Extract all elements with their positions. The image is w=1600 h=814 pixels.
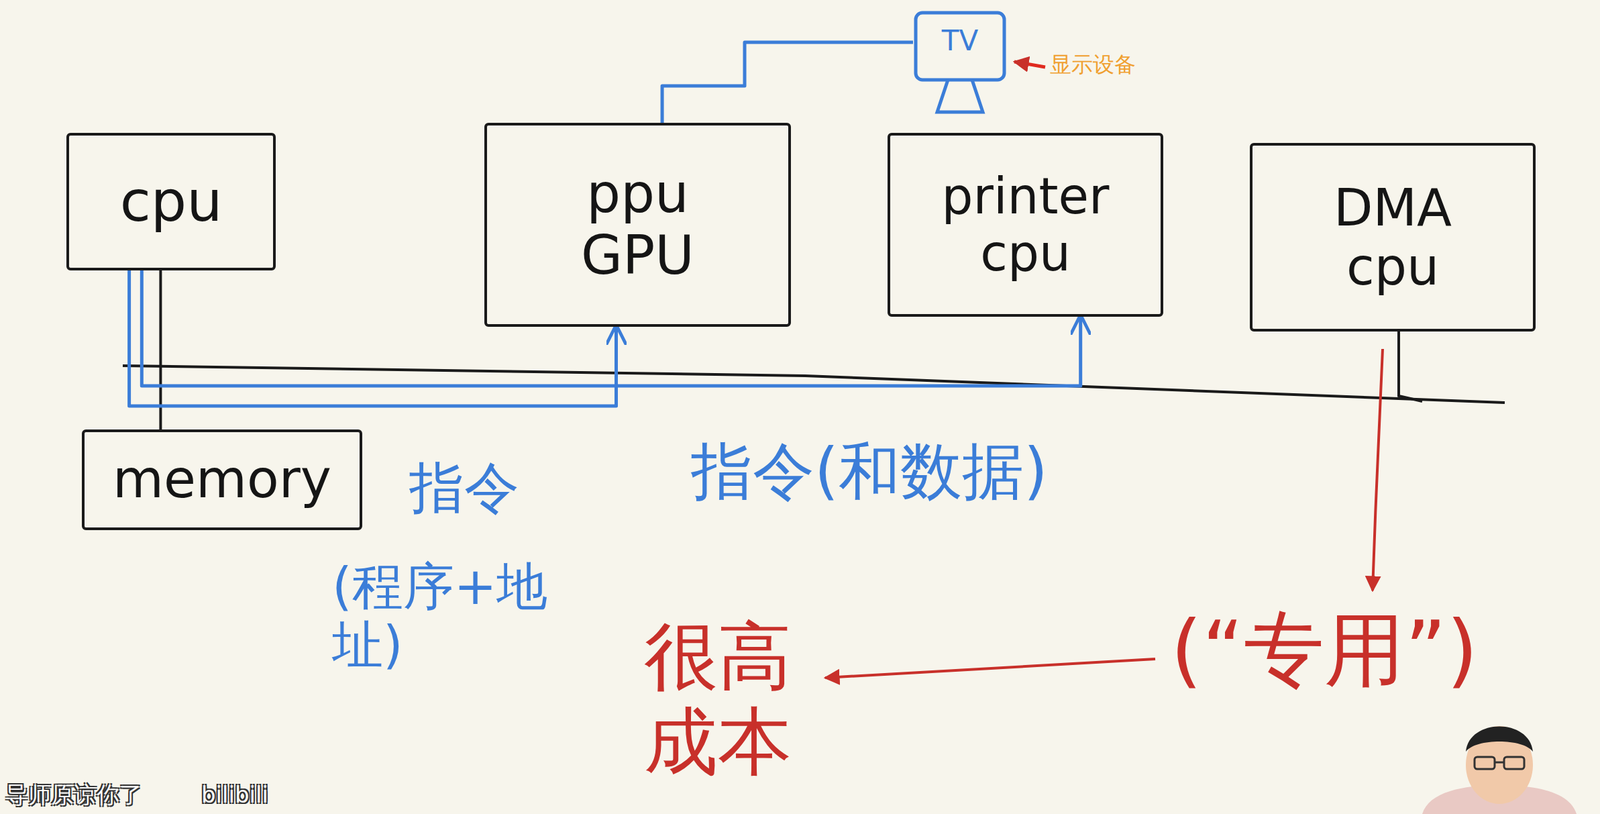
annotation-arrow <box>1372 348 1383 591</box>
annotation: (程序+地址) <box>332 556 554 675</box>
callout-arrow <box>1014 61 1046 68</box>
gpu-box: ppu GPU <box>484 122 791 327</box>
node-label: memory <box>112 449 332 510</box>
display-device: TV <box>913 10 1007 118</box>
dma-box: DMA cpu <box>1249 142 1536 332</box>
node-label: printer cpu <box>915 167 1137 282</box>
memory-box: memory <box>81 429 363 530</box>
presenter-figure <box>1422 725 1577 814</box>
annotation: 指令(和数据) <box>690 436 1048 508</box>
annotation: 很高成本 <box>644 613 806 784</box>
watermark: 导师原谅你了 <box>5 781 143 808</box>
bus-tap <box>1398 331 1423 402</box>
connector <box>141 270 1081 386</box>
printer-box: printer cpu <box>887 132 1164 317</box>
node-label: TV <box>941 24 979 58</box>
cpu-box: cpu <box>66 132 276 271</box>
annotation: (“专用”) <box>1170 603 1478 697</box>
annotation-arrow <box>825 658 1156 678</box>
node-label: cpu <box>120 169 223 235</box>
node-label: DMA cpu <box>1292 178 1494 296</box>
watermark: bilibili <box>201 781 269 808</box>
device-note: 显示设备 <box>1049 52 1136 78</box>
connector <box>662 42 914 123</box>
annotation: 指令 <box>409 456 520 520</box>
node-label: ppu GPU <box>550 163 726 287</box>
